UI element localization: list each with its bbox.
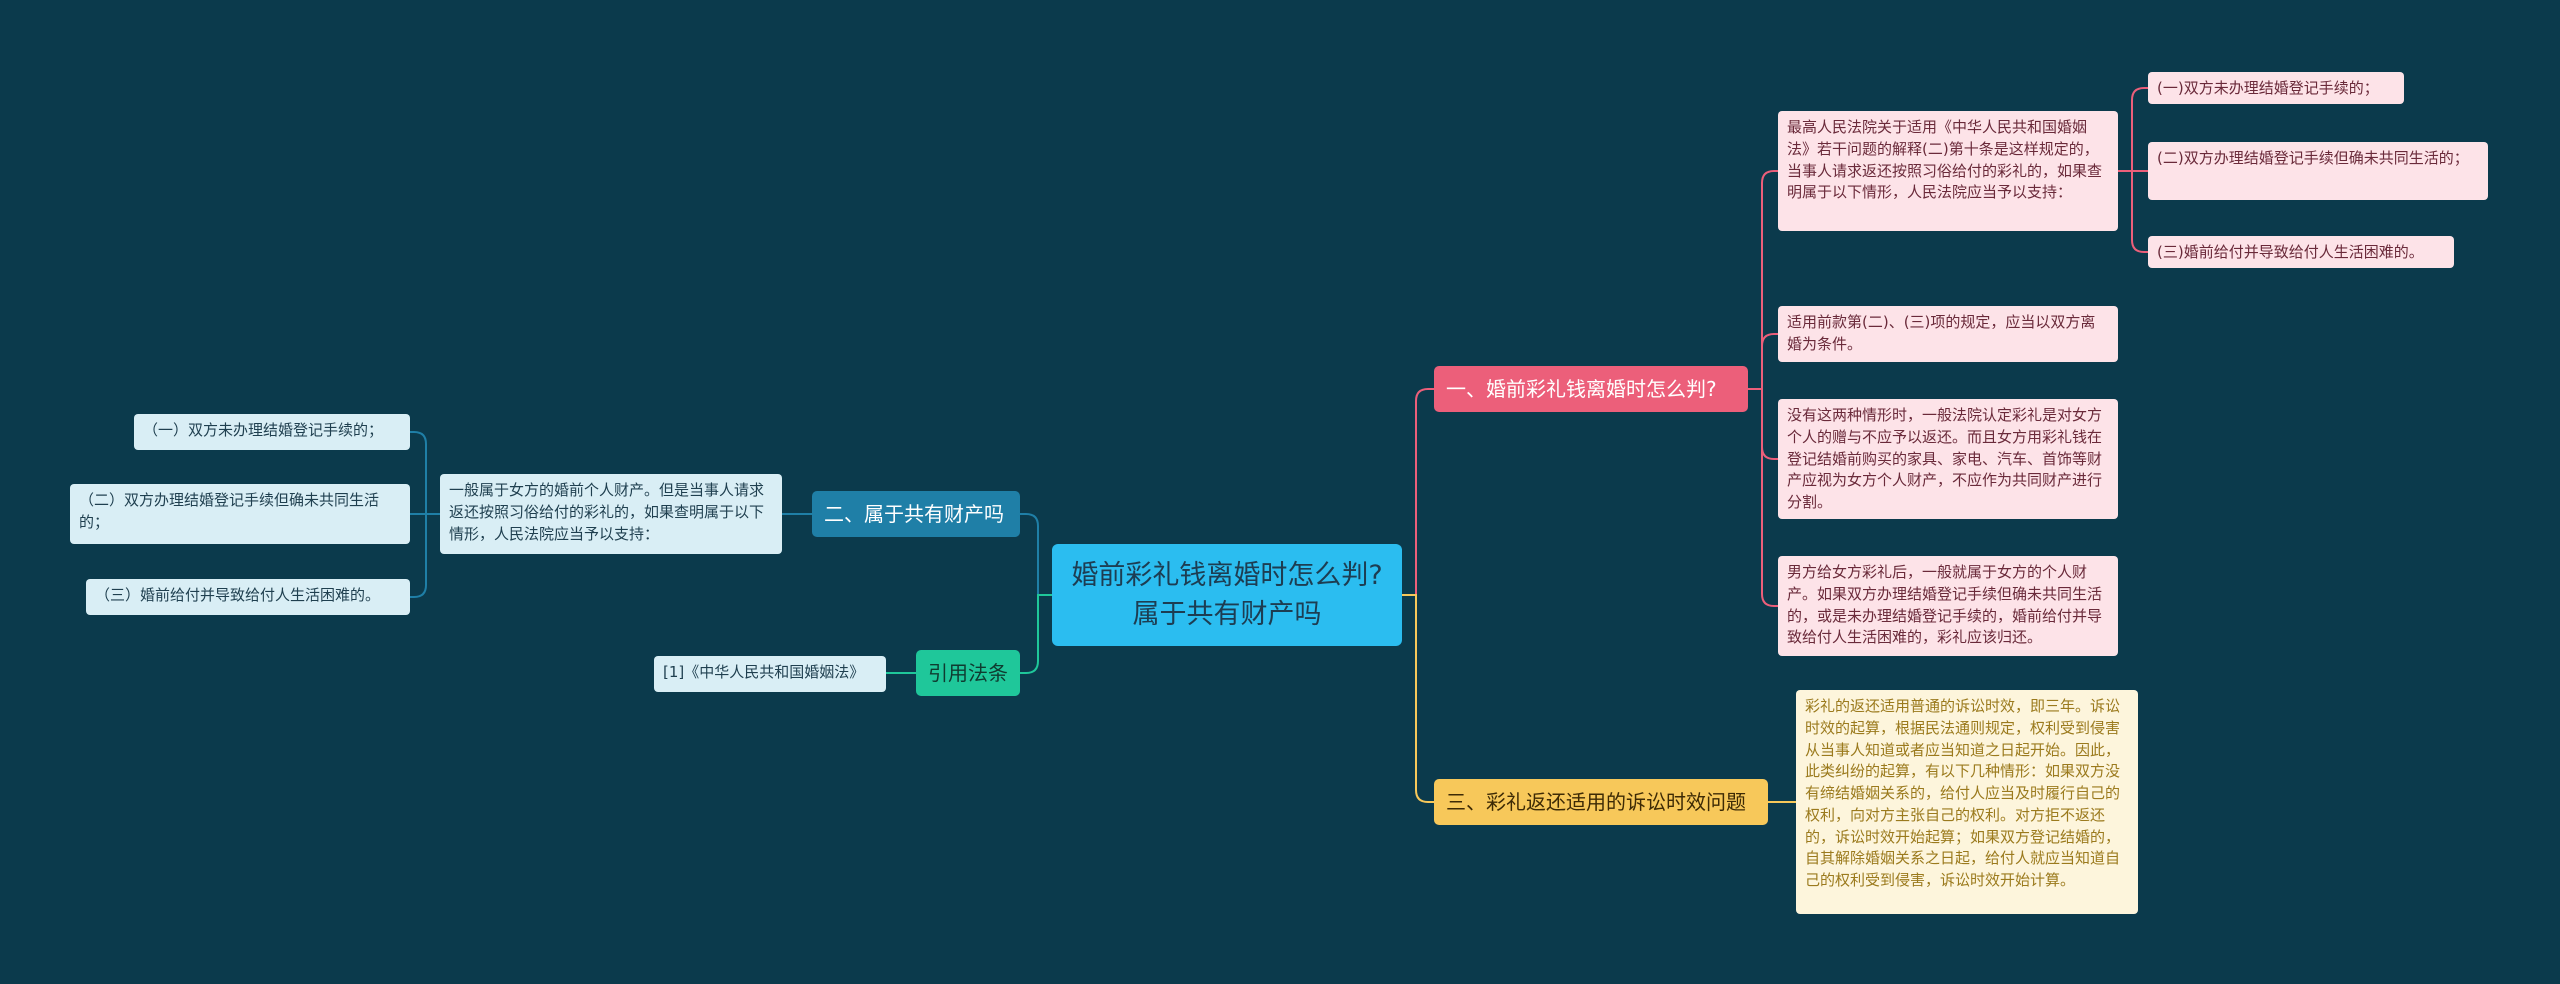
property-item-1-text: （一）双方未办理结婚登记手续的；	[143, 421, 384, 439]
limitation-period-text: 彩礼的返还适用普通的诉讼时效，即三年。诉讼时效的起算，根据民法通则规定，权利受到…	[1805, 697, 2121, 889]
link-b1-conditions	[1748, 333, 1778, 390]
branch-common-property[interactable]: 二、属于共有财产吗	[812, 491, 1020, 537]
property-item-3[interactable]: （三）婚前给付并导致给付人生活困难的。	[86, 579, 410, 615]
divorce-condition-text: 适用前款第(二)、(三)项的规定，应当以双方离婚为条件。	[1787, 313, 2096, 353]
link-center-branch1	[1402, 388, 1434, 596]
link-law-item3	[2118, 170, 2148, 253]
central-topic[interactable]: 婚前彩礼钱离婚时怎么判? 属于共有财产吗	[1052, 544, 1402, 646]
law-item-1-text: (一)双方未办理结婚登记手续的；	[2157, 79, 2379, 97]
law-item-2[interactable]: (二)双方办理结婚登记手续但确未共同生活的；	[2148, 142, 2488, 200]
gift-personal-property-note[interactable]: 没有这两种情形时，一般法院认定彩礼是对女方个人的赠与不应予以返还。而且女方用彩礼…	[1778, 399, 2118, 519]
gift-return-note[interactable]: 男方给女方彩礼后，一般就属于女方的个人财产。如果双方办理结婚登记手续但确未共同生…	[1778, 556, 2118, 656]
branch-limitation-period-label: 三、彩礼返还适用的诉讼时效问题	[1446, 789, 1746, 814]
branch-limitation-period[interactable]: 三、彩礼返还适用的诉讼时效问题	[1434, 779, 1768, 825]
property-item-3-text: （三）婚前给付并导致给付人生活困难的。	[95, 586, 381, 604]
law-interpretation-note[interactable]: 最高人民法院关于适用《中华人民共和国婚姻法》若干问题的解释(二)第十条是这样规定…	[1778, 111, 2118, 231]
link-center-branch3	[1402, 594, 1434, 803]
branch-cited-law[interactable]: 引用法条	[916, 650, 1020, 696]
branch-cited-law-label: 引用法条	[928, 660, 1008, 685]
law-interpretation-text: 最高人民法院关于适用《中华人民共和国婚姻法》若干问题的解释(二)第十条是这样规定…	[1787, 118, 2103, 202]
central-topic-line2: 属于共有财产吗	[1132, 599, 1322, 630]
link-b2-item1	[410, 431, 440, 515]
link-law-item1	[2118, 87, 2148, 172]
law-item-2-text: (二)双方办理结婚登记手续但确未共同生活的；	[2157, 149, 2469, 167]
property-item-2-text: （二）双方办理结婚登记手续但确未共同生活的；	[79, 491, 380, 531]
law-item-3[interactable]: (三)婚前给付并导致给付人生活困难的。	[2148, 236, 2454, 268]
divorce-condition-note[interactable]: 适用前款第(二)、(三)项的规定，应当以双方离婚为条件。	[1778, 306, 2118, 362]
link-b1-intro	[1748, 170, 1778, 390]
branch-judgment[interactable]: 一、婚前彩礼钱离婚时怎么判?	[1434, 366, 1748, 412]
common-property-intro[interactable]: 一般属于女方的婚前个人财产。但是当事人请求返还按照习俗给付的彩礼的，如果查明属于…	[440, 474, 782, 554]
branch-common-property-label: 二、属于共有财产吗	[824, 501, 1004, 526]
link-center-branch4	[1020, 594, 1052, 674]
cited-law-reference[interactable]: [1]《中华人民共和国婚姻法》	[654, 656, 886, 692]
link-b2-item3	[410, 513, 440, 598]
law-item-3-text: (三)婚前给付并导致给付人生活困难的。	[2157, 243, 2424, 261]
cited-law-reference-text: [1]《中华人民共和国婚姻法》	[663, 663, 865, 681]
central-topic-line1: 婚前彩礼钱离婚时怎么判?	[1071, 559, 1383, 591]
limitation-period-note[interactable]: 彩礼的返还适用普通的诉讼时效，即三年。诉讼时效的起算，根据民法通则规定，权利受到…	[1796, 690, 2138, 914]
gift-return-text: 男方给女方彩礼后，一般就属于女方的个人财产。如果双方办理结婚登记手续但确未共同生…	[1787, 563, 2103, 647]
common-property-intro-text: 一般属于女方的婚前个人财产。但是当事人请求返还按照习俗给付的彩礼的，如果查明属于…	[449, 481, 765, 543]
link-center-branch2	[1020, 513, 1052, 596]
property-item-1[interactable]: （一）双方未办理结婚登记手续的；	[134, 414, 410, 450]
gift-personal-property-text: 没有这两种情形时，一般法院认定彩礼是对女方个人的赠与不应予以返还。而且女方用彩礼…	[1787, 406, 2103, 511]
link-b1-return	[1748, 388, 1778, 607]
property-item-2[interactable]: （二）双方办理结婚登记手续但确未共同生活的；	[70, 484, 410, 544]
law-item-1[interactable]: (一)双方未办理结婚登记手续的；	[2148, 72, 2404, 104]
branch-judgment-label: 一、婚前彩礼钱离婚时怎么判?	[1446, 376, 1717, 401]
